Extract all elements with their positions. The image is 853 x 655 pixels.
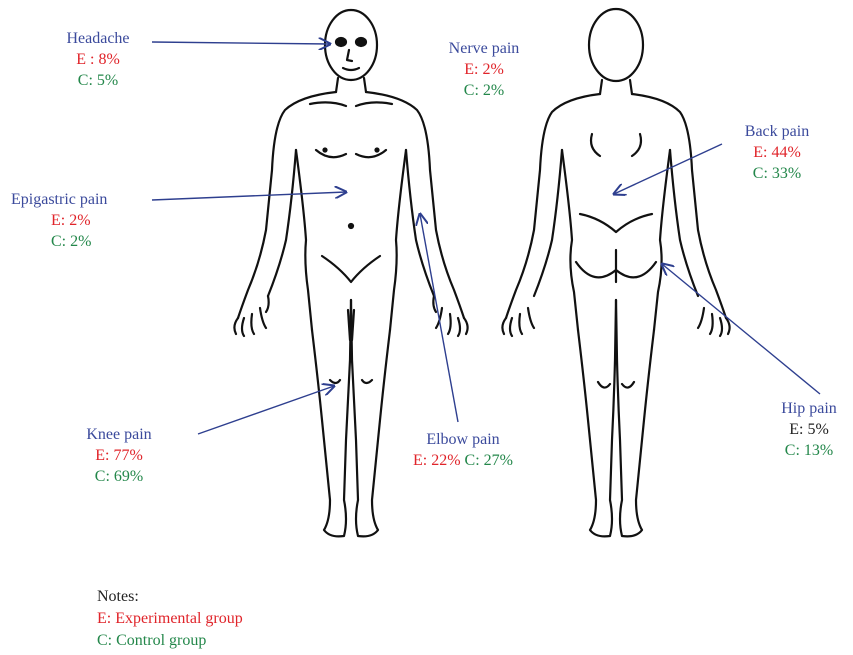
back-e-value: E: 44% bbox=[724, 142, 830, 163]
knee-e-value: E: 77% bbox=[60, 445, 178, 466]
label-back-pain: Back pain E: 44% C: 33% bbox=[724, 121, 830, 184]
epigastric-title: Epigastric pain bbox=[11, 189, 153, 210]
headache-c-value: C: 5% bbox=[36, 70, 160, 91]
label-knee-pain: Knee pain E: 77% C: 69% bbox=[60, 424, 178, 487]
headache-title: Headache bbox=[36, 28, 160, 49]
epigastric-e-value: E: 2% bbox=[11, 210, 153, 231]
headache-e-value: E : 8% bbox=[36, 49, 160, 70]
nerve-e-value: E: 2% bbox=[426, 59, 542, 80]
elbow-c-value: C: 27% bbox=[465, 452, 513, 469]
arrow-epigastric bbox=[152, 192, 346, 200]
notes-control: C: Control group bbox=[97, 630, 243, 652]
knee-c-value: C: 69% bbox=[60, 466, 178, 487]
arrow-back bbox=[614, 144, 722, 194]
label-nerve-pain: Nerve pain E: 2% C: 2% bbox=[426, 38, 542, 101]
hip-c-value: C: 13% bbox=[768, 440, 850, 461]
knee-title: Knee pain bbox=[60, 424, 178, 445]
hip-e-value: E: 5% bbox=[768, 419, 850, 440]
arrow-hip bbox=[662, 264, 820, 394]
back-title: Back pain bbox=[724, 121, 830, 142]
label-hip-pain: Hip pain E: 5% C: 13% bbox=[768, 398, 850, 461]
notes-experimental: E: Experimental group bbox=[97, 608, 243, 630]
label-elbow-pain: Elbow pain E: 22% C: 27% bbox=[393, 429, 533, 471]
arrow-headache bbox=[152, 42, 330, 44]
label-epigastric-pain: Epigastric pain E: 2% C: 2% bbox=[11, 189, 153, 252]
elbow-title: Elbow pain bbox=[393, 429, 533, 450]
elbow-values: E: 22% C: 27% bbox=[393, 450, 533, 471]
notes-heading: Notes: bbox=[97, 586, 243, 608]
elbow-e-value: E: 22% bbox=[413, 452, 461, 469]
nerve-c-value: C: 2% bbox=[426, 80, 542, 101]
label-headache: Headache E : 8% C: 5% bbox=[36, 28, 160, 91]
hip-title: Hip pain bbox=[768, 398, 850, 419]
arrow-knee bbox=[198, 386, 334, 434]
notes-legend: Notes: E: Experimental group C: Control … bbox=[97, 586, 243, 652]
nerve-title: Nerve pain bbox=[426, 38, 542, 59]
back-c-value: C: 33% bbox=[724, 163, 830, 184]
epigastric-c-value: C: 2% bbox=[11, 231, 153, 252]
